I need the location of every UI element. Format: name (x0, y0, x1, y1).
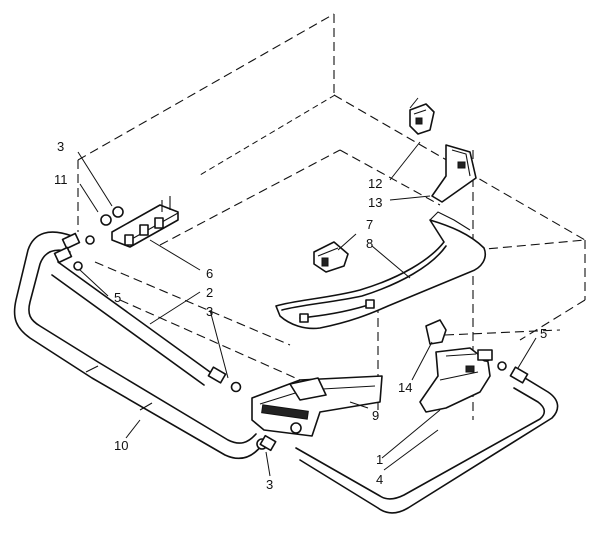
right-fittings (497, 361, 529, 384)
clip-part-7 (313, 241, 349, 273)
callout-7: 7 (366, 217, 373, 232)
callout-1: 1 (376, 452, 383, 467)
tube-part-2 (51, 261, 211, 386)
left-bracket-part-6 (111, 196, 179, 248)
callout-6: 6 (206, 266, 213, 281)
callout-labels: 3 11 6 2 3 5 10 3 12 13 7 8 5 14 9 1 4 (54, 139, 547, 492)
callout-11: 11 (54, 172, 68, 187)
callout-5: 5 (540, 326, 547, 341)
callout-12: 12 (368, 176, 382, 191)
tray-part-8 (275, 211, 486, 330)
tube-part-4 (295, 374, 559, 514)
callout-14: 14 (398, 380, 412, 395)
bracket-part-13 (431, 144, 477, 203)
callout-5: 5 (114, 290, 121, 305)
clip-part-14 (425, 319, 447, 345)
callout-13: 13 (368, 195, 382, 210)
bracket-part-1 (419, 347, 493, 413)
tube-part-10 (13, 231, 263, 460)
front-fittings (207, 366, 277, 452)
callout-9: 9 (372, 408, 379, 423)
left-fittings (53, 206, 124, 271)
bracket-part-9 (251, 375, 383, 437)
callout-10: 10 (114, 438, 128, 453)
callout-3: 3 (206, 304, 213, 319)
callout-8: 8 (366, 236, 373, 251)
callout-4: 4 (376, 472, 383, 487)
clip-part-12 (409, 103, 435, 135)
leader-lines (77, 97, 537, 477)
callout-2: 2 (206, 285, 213, 300)
callout-3: 3 (266, 477, 273, 492)
callout-3: 3 (57, 139, 64, 154)
